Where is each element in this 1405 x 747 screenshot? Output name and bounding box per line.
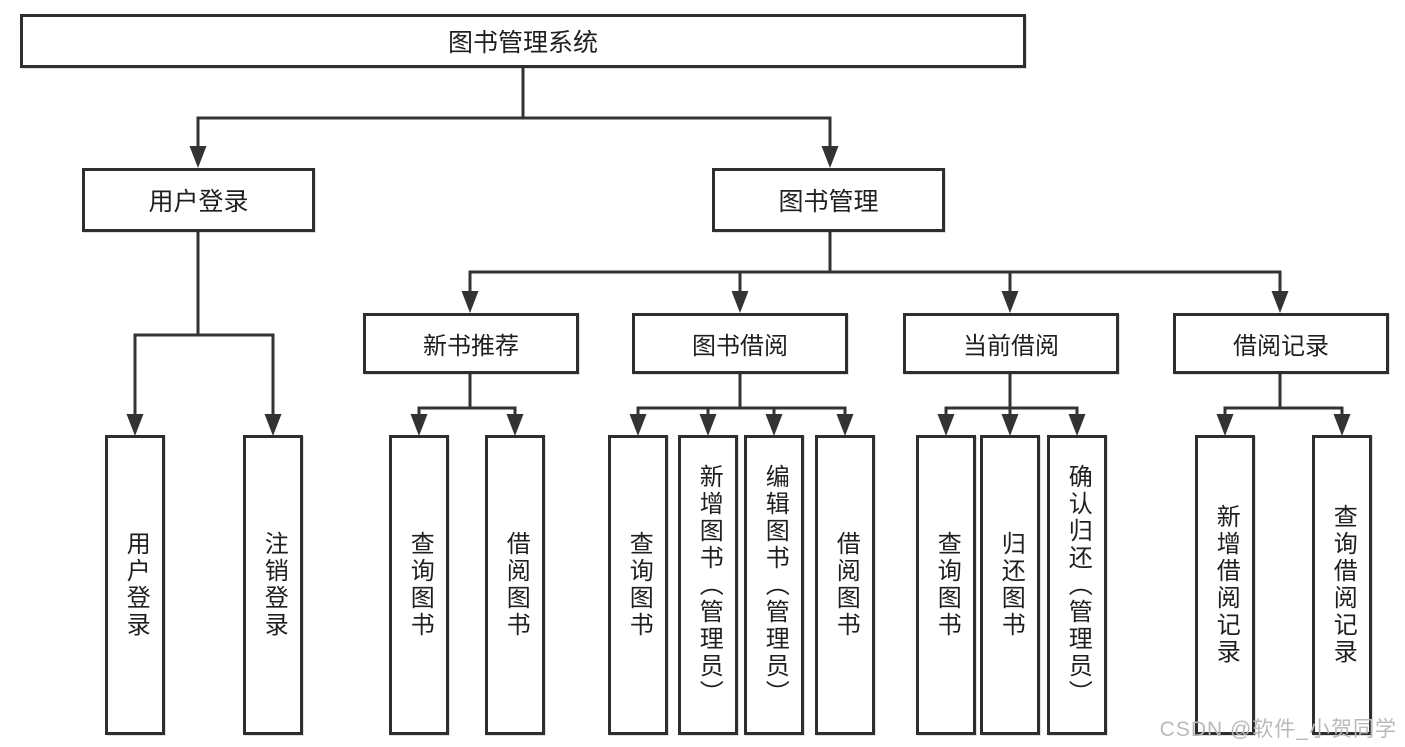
arrow-down-icon [1333,414,1351,436]
leaf-borrow-books: 借阅图书 [815,435,875,735]
node-label: 查询借阅记录 [1329,504,1357,666]
arrow-down-icon [731,291,749,313]
arrow-down-icon [1001,414,1019,436]
node-label: 编辑图书（管理员） [761,463,789,707]
node-label: 注销登录 [260,531,288,639]
node-label: 图书借阅 [692,333,788,360]
arrow-down-icon [836,414,854,436]
node-label: 图书管理系统 [447,29,598,57]
arrow-down-icon [1001,291,1019,313]
node-library-management-system: 图书管理系统 [20,14,1026,68]
node-label: 图书管理 [778,188,879,216]
node-label: 用户登录 [122,531,150,639]
node-label: 借阅记录 [1233,333,1329,360]
leaf-query-books-borrowing: 查询图书 [608,435,668,735]
arrow-down-icon [506,414,524,436]
arrow-down-icon [765,414,783,436]
node-book-borrowing: 图书借阅 [632,313,848,374]
node-label: 新增借阅记录 [1212,504,1240,666]
arrow-down-icon [1068,414,1086,436]
node-label: 当前借阅 [963,333,1059,360]
node-current-borrowing: 当前借阅 [903,313,1119,374]
arrow-down-icon [264,414,282,436]
arrow-down-icon [1216,414,1234,436]
node-label: 借阅图书 [502,531,530,639]
arrow-down-icon [937,414,955,436]
node-label: 借阅图书 [832,531,860,639]
arrow-down-icon [410,414,428,436]
leaf-confirm-return-admin: 确认归还（管理员） [1047,435,1107,735]
arrow-down-icon [126,414,144,436]
leaf-query-borrow-record: 查询借阅记录 [1312,435,1372,735]
arrow-down-icon [821,146,839,168]
node-book-management: 图书管理 [712,168,945,232]
leaf-logout: 注销登录 [243,435,303,735]
node-label: 查询图书 [406,531,434,639]
arrow-down-icon [629,414,647,436]
csdn-watermark: CSDN @软件_小贺同学 [1159,718,1397,741]
leaf-query-books-recommend: 查询图书 [389,435,449,735]
leaf-query-books-current: 查询图书 [916,435,976,735]
leaf-user-login: 用户登录 [105,435,165,735]
node-label: 确认归还（管理员） [1064,463,1092,707]
arrow-down-icon [461,291,479,313]
leaf-borrow-books-recommend: 借阅图书 [485,435,545,735]
node-label: 归还图书 [997,531,1025,639]
node-label: 新增图书（管理员） [695,463,723,707]
leaf-edit-book-admin: 编辑图书（管理员） [744,435,804,735]
node-new-book-recommendation: 新书推荐 [363,313,579,374]
leaf-return-books: 归还图书 [980,435,1040,735]
node-label: 查询图书 [625,531,653,639]
arrow-down-icon [1271,291,1289,313]
node-user-login: 用户登录 [82,168,315,232]
leaf-add-borrow-record: 新增借阅记录 [1195,435,1255,735]
leaf-add-book-admin: 新增图书（管理员） [678,435,738,735]
node-label: 查询图书 [933,531,961,639]
arrow-down-icon [699,414,717,436]
node-label: 新书推荐 [423,333,519,360]
arrowheads [126,146,1351,436]
arrow-down-icon [189,146,207,168]
node-borrowing-records: 借阅记录 [1173,313,1389,374]
node-label: 用户登录 [148,188,249,216]
